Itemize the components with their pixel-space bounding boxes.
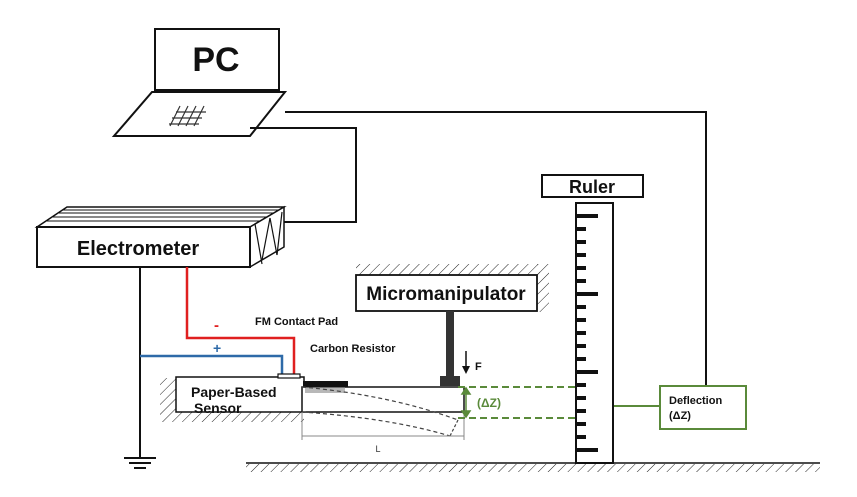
ruler-minor-tick — [576, 422, 586, 426]
ruler-minor-tick — [576, 396, 586, 400]
ruler-major-tick — [576, 214, 598, 218]
pc-deflection-wire — [285, 111, 707, 386]
ruler-major-tick — [576, 292, 598, 296]
ruler-minor-tick — [576, 409, 586, 413]
ruler-label-box — [541, 174, 644, 198]
ruler-minor-tick — [576, 279, 586, 283]
sensor-mount: Paper-Based Sensor — [160, 376, 305, 422]
ruler-minor-tick — [576, 357, 586, 361]
electrometer-front-face — [36, 226, 251, 268]
ruler-minor-tick — [576, 318, 586, 322]
ruler-minor-tick — [576, 331, 586, 335]
ruler-label: Ruler — [569, 177, 615, 197]
ruler-minor-tick — [576, 227, 586, 231]
carbon-resistor-label: Carbon Resistor — [310, 343, 396, 355]
pc-label: PC — [192, 41, 239, 79]
ruler-ticks — [576, 214, 598, 452]
deflection-label-line2: (ΔZ) — [669, 410, 691, 422]
sensor-mount-hatch-left — [160, 378, 176, 422]
micromanipulator-hatch-right — [537, 264, 549, 312]
length-label: L — [375, 444, 380, 454]
carbon-resistor — [303, 381, 348, 387]
deflected-beam-bottom — [301, 411, 451, 437]
ruler-minor-tick — [576, 344, 586, 348]
ruler-minor-tick — [576, 253, 586, 257]
sensor-label-line2: Sensor — [194, 400, 242, 416]
minus-sign: - — [214, 317, 219, 334]
sensor-label-line1: Paper-Based — [191, 384, 277, 400]
negative-wire — [185, 267, 296, 374]
deflected-beam-top — [301, 386, 459, 421]
fm-contact-pad-label: FM Contact Pad — [255, 316, 338, 328]
electrometer-label: Electrometer — [77, 238, 199, 260]
keyboard-hatch-icon — [169, 105, 206, 127]
floor-hatch — [246, 464, 820, 472]
delta-z-label: (ΔZ) — [477, 396, 501, 410]
electrometer: Electrometer — [34, 205, 287, 269]
pc-screen — [154, 28, 280, 91]
ruler-minor-tick — [576, 240, 586, 244]
pc-electrometer-wire — [250, 127, 357, 223]
ruler-minor-tick — [576, 266, 586, 270]
positive-wire — [140, 354, 284, 374]
ground-symbol-icon — [124, 457, 156, 469]
micromanipulator-tip — [440, 376, 460, 386]
micromanipulator-hatch-top — [356, 264, 540, 276]
ruler-major-tick — [576, 370, 598, 374]
deflection-box — [659, 385, 747, 430]
deflection-double-arrow — [460, 386, 472, 419]
deflection-label-line1: Deflection — [669, 395, 722, 407]
ruler-major-tick — [576, 448, 598, 452]
ruler-minor-tick — [576, 305, 586, 309]
ruler-minor-tick — [576, 435, 586, 439]
sensor-body — [175, 376, 305, 413]
micromanipulator-body — [355, 274, 538, 312]
fm-contact-pad — [277, 373, 301, 379]
plus-sign: + — [213, 340, 221, 356]
ruler-minor-tick — [576, 383, 586, 387]
down-arrow-icon — [462, 351, 470, 374]
micromanipulator: Micromanipulator — [355, 264, 549, 386]
pc-laptop: PC — [111, 28, 288, 137]
sensor-mount-hatch-bottom — [176, 412, 304, 422]
micromanipulator-label: Micromanipulator — [366, 284, 526, 305]
force-label: F — [475, 361, 482, 373]
micromanipulator-probe — [446, 311, 454, 376]
